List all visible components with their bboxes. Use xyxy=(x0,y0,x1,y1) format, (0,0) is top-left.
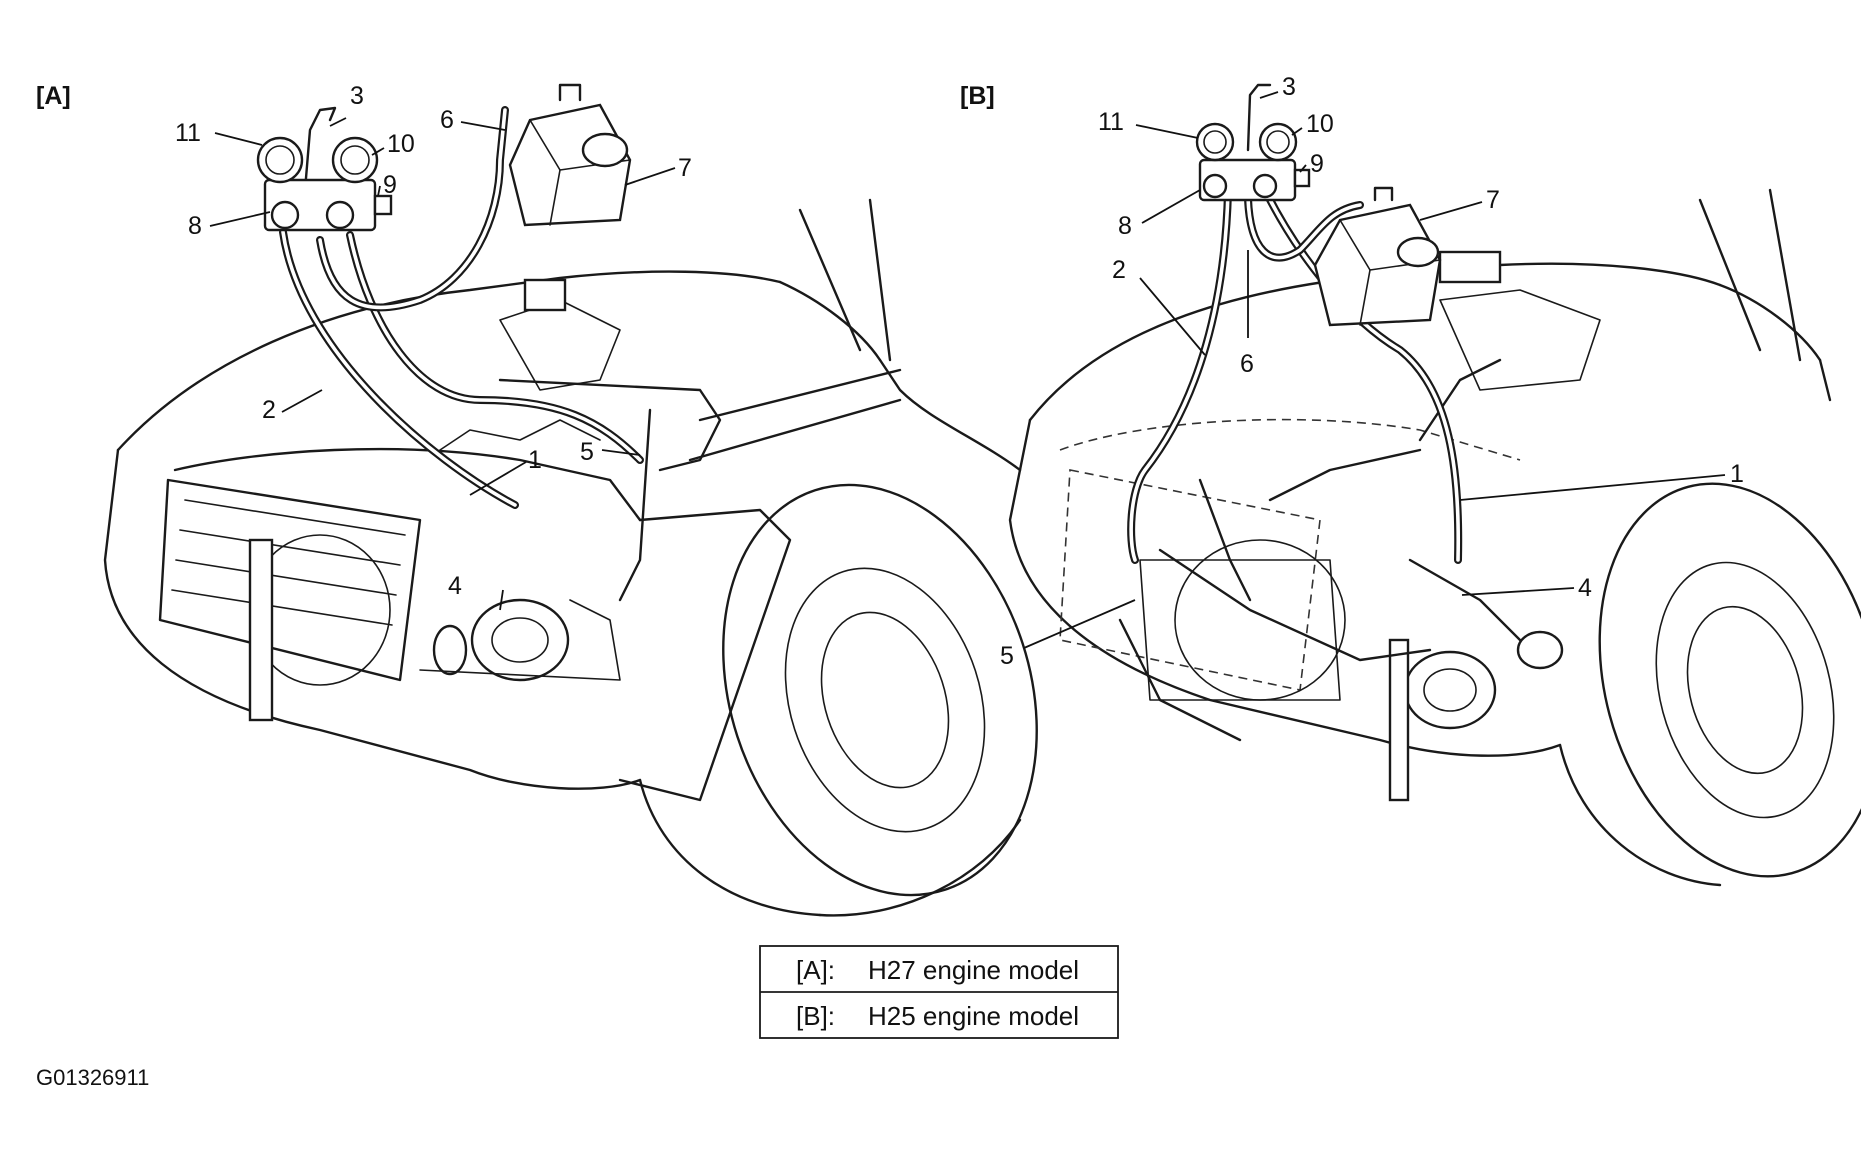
panel-a-callout-5: 5 xyxy=(580,438,594,466)
panel-b-callout-4: 4 xyxy=(1578,574,1592,602)
panel-b-hoses xyxy=(1127,186,1463,564)
panel-a-callout-8: 8 xyxy=(188,212,202,240)
panel-b-leaders xyxy=(1023,91,1726,649)
panel-b-vehicle xyxy=(1008,188,1861,887)
panel-a-callout-2: 2 xyxy=(262,396,276,424)
panel-b-callout-2: 2 xyxy=(1112,256,1126,284)
panel-b-gauge-low xyxy=(1195,122,1235,162)
panel-a-vehicle xyxy=(103,198,1038,917)
legend-value-a: H27 engine model xyxy=(868,955,1079,985)
panel-a-gauge-low xyxy=(256,136,304,184)
panel-a-callout-11: 11 xyxy=(175,119,201,147)
panel-a-gauge-high xyxy=(331,136,379,184)
legend-box: [A]: H27 engine model [B]: H25 engine mo… xyxy=(759,945,1119,1039)
panel-b-tag: [B] xyxy=(960,82,995,110)
panel-a-callout-6: 6 xyxy=(440,106,454,134)
panel-a-callout-9: 9 xyxy=(383,171,397,199)
panel-b-callout-11: 11 xyxy=(1098,108,1124,136)
panel-b-vacuum-pump xyxy=(1313,186,1442,327)
panel-a-vacuum-pump xyxy=(508,83,632,227)
panel-b-callouts: 1 2 3 4 5 6 7 8 9 10 11 xyxy=(1000,73,1744,670)
panel-a-callout-1: 1 xyxy=(528,446,542,474)
panel-b-callout-3: 3 xyxy=(1282,73,1296,101)
legend-key-b: [B]: xyxy=(796,1001,835,1031)
legend-value-b: H25 engine model xyxy=(868,1001,1079,1031)
panel-a-callout-10: 10 xyxy=(387,130,415,158)
legend-key-a: [A]: xyxy=(796,955,835,985)
panel-b-callout-8: 8 xyxy=(1118,212,1132,240)
panel-b-callout-5: 5 xyxy=(1000,642,1014,670)
panel-a-callout-7: 7 xyxy=(678,154,692,182)
panel-b-callout-7: 7 xyxy=(1486,186,1500,214)
panel-a-hoses xyxy=(279,106,644,509)
panel-b-callout-1: 1 xyxy=(1730,460,1744,488)
panel-a-leaders xyxy=(209,117,676,611)
panel-a-callout-4: 4 xyxy=(448,572,462,600)
panel-a-tag: [A] xyxy=(36,82,71,110)
figure-code: G01326911 xyxy=(36,1065,149,1090)
panel-b-manifold-gauge xyxy=(1195,83,1311,202)
panel-b-callout-9: 9 xyxy=(1310,150,1324,178)
panel-a-manifold-gauge xyxy=(256,106,393,232)
panel-b-gauge-high xyxy=(1258,122,1298,162)
panel-a: [A] xyxy=(36,82,1038,917)
panel-a-callouts: 1 2 3 4 5 6 7 8 9 10 11 xyxy=(175,82,692,600)
panel-b-callout-6: 6 xyxy=(1240,350,1254,378)
panel-b: [B] xyxy=(960,73,1861,887)
panel-a-callout-3: 3 xyxy=(350,82,364,110)
panel-b-callout-10: 10 xyxy=(1306,110,1334,138)
